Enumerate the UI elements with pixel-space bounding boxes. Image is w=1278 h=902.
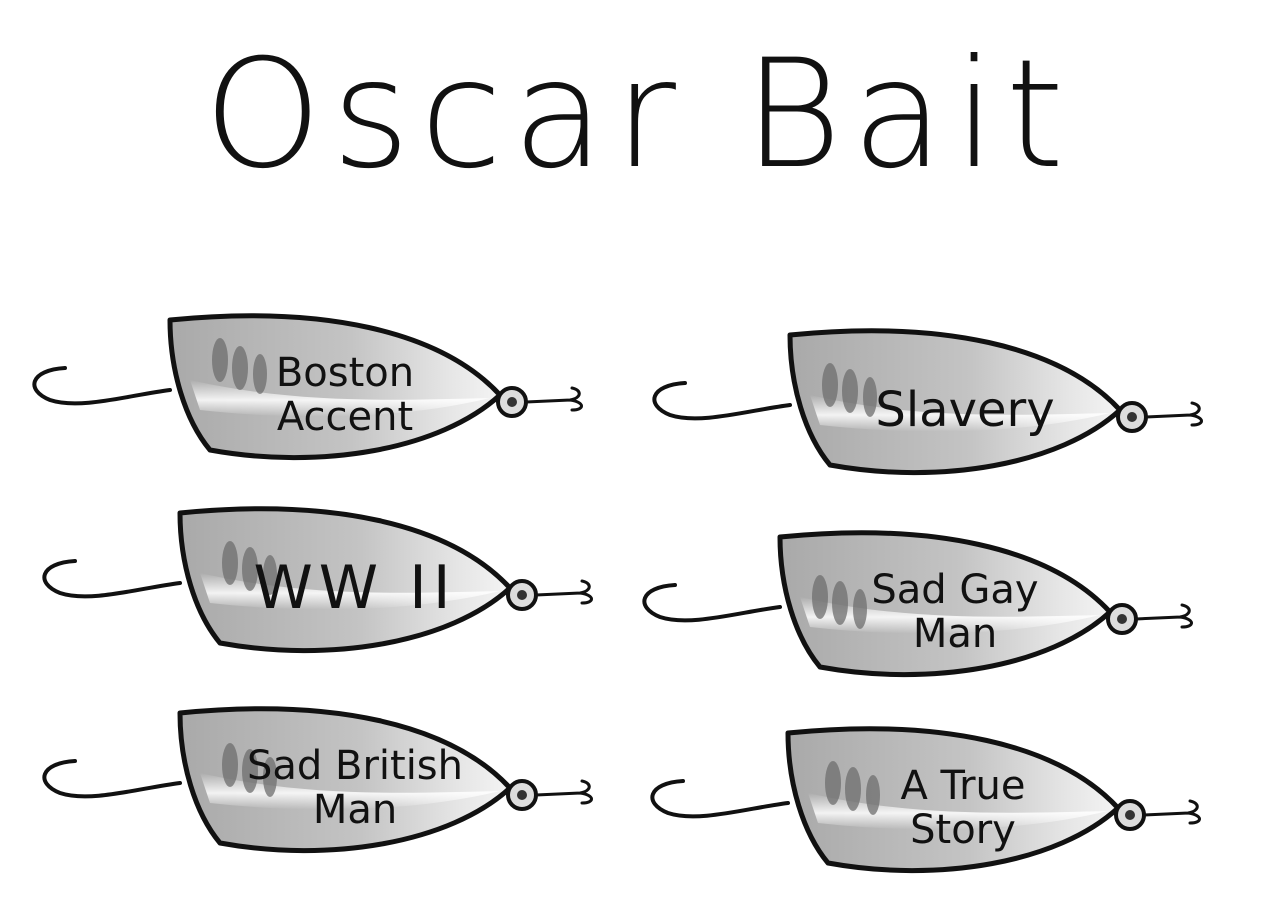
lure-boston-accent: Boston Accent <box>20 310 620 480</box>
lure-label: Boston Accent <box>275 350 415 440</box>
fishing-lure-icon <box>42 506 593 654</box>
lure-a-true-story: A True Story <box>638 723 1238 893</box>
lure-sad-british-man: Sad British Man <box>30 703 630 873</box>
lure-label: Sad British Man <box>247 743 463 833</box>
fishing-lure-icon <box>642 530 1193 678</box>
lure-sad-gay-man: Sad Gay Man <box>630 527 1230 697</box>
page-title: Oscar Bait <box>203 28 1075 202</box>
lure-ww2: WW II <box>30 503 630 673</box>
lure-label: Slavery <box>875 381 1055 438</box>
fishing-lure-icon <box>650 726 1201 874</box>
fishing-lure-icon <box>32 313 583 461</box>
lure-label: Sad Gay Man <box>871 567 1039 657</box>
lure-label: A True Story <box>900 763 1026 853</box>
fishing-lure-icon <box>652 328 1203 476</box>
fishing-lure-icon <box>42 706 593 854</box>
lure-label: WW II <box>253 553 457 623</box>
lure-slavery: Slavery <box>640 325 1240 495</box>
